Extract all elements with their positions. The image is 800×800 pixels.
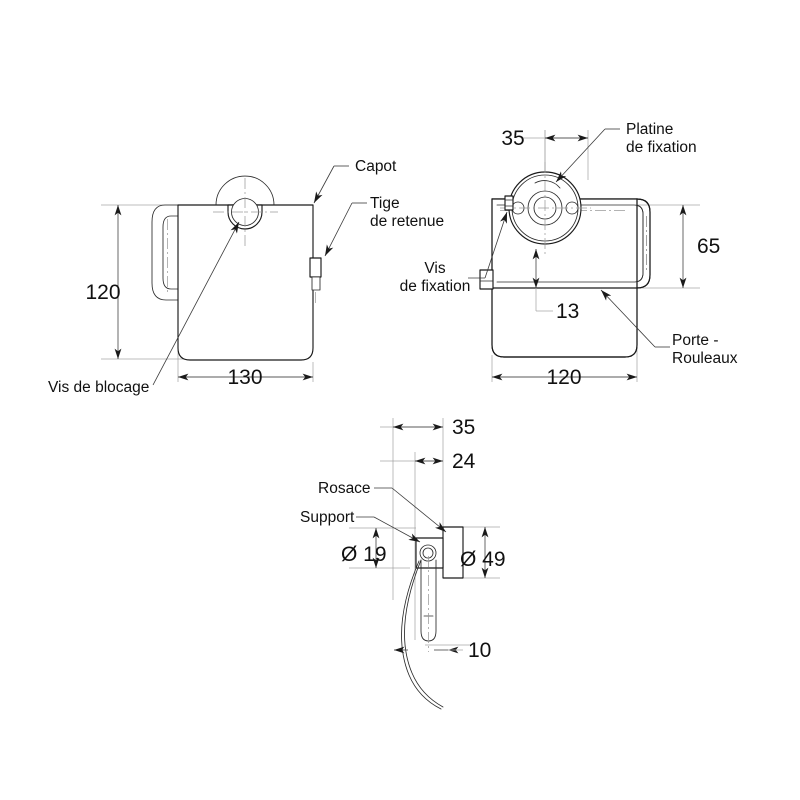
detail-tige-rod (420, 556, 437, 652)
front-vis-blocage-detail (213, 178, 278, 248)
dim-value-120-height: 120 (85, 281, 120, 304)
dim-detail-24: 24 (414, 450, 476, 473)
leader-porte-rouleaux: Porte - Rouleaux (600, 289, 738, 367)
side-platine-de-fixation (500, 162, 591, 255)
label-porte-rouleaux-line2: Rouleaux (672, 350, 738, 367)
leader-capot: Capot (313, 158, 397, 204)
side-lower-tab (479, 269, 494, 290)
dim-detail-35: 35 (392, 416, 475, 439)
detail-view: 35 24 Ø 19 Ø 49 10 (300, 416, 506, 710)
dim-side-65: 65 (679, 204, 720, 289)
front-tige-de-retenue-part (309, 257, 322, 304)
detail-curve-line (401, 559, 444, 710)
label-tige-line1: Tige (370, 195, 400, 212)
front-view: 120 130 Capot Tige de retenue (48, 158, 444, 396)
front-rosace-arc (215, 175, 275, 206)
dim-detail-diam-49: Ø 49 (460, 526, 506, 579)
side-view: 35 65 13 120 Plat (400, 121, 738, 389)
label-rosace: Rosace (318, 480, 371, 497)
dim-front-height-120: 120 (85, 204, 122, 360)
leader-vis-de-blocage: Vis de blocage (48, 221, 240, 396)
dim-value-35-detail: 35 (452, 416, 475, 439)
dim-side-13: 13 (532, 248, 579, 323)
side-vis-de-fixation-part (504, 195, 514, 211)
label-porte-rouleaux-line1: Porte - (672, 332, 719, 349)
dim-value-13: 13 (556, 300, 579, 323)
dim-value-130-width: 130 (227, 366, 262, 389)
leader-vis-de-fixation: Vis de fixation (400, 211, 508, 295)
leader-tige-de-retenue: Tige de retenue (324, 195, 444, 257)
dim-value-diam-49: Ø 49 (460, 548, 506, 571)
label-vis-fixation-line2: de fixation (400, 278, 471, 295)
dim-value-diam-19: Ø 19 (341, 543, 387, 566)
dim-value-35-side: 35 (501, 127, 524, 150)
label-platine-line2: de fixation (626, 139, 697, 156)
front-bracket-arm (151, 204, 179, 301)
dim-detail-diam-19: Ø 19 (341, 527, 387, 569)
label-capot: Capot (355, 158, 397, 175)
dim-front-width-130: 130 (177, 366, 314, 389)
dim-side-120: 120 (491, 366, 638, 389)
leader-platine-de-fixation: Platine de fixation (555, 121, 697, 183)
detail-extension-lines (349, 418, 500, 646)
label-tige-line2: de retenue (370, 213, 444, 230)
label-support: Support (300, 509, 355, 526)
label-vis-de-blocage: Vis de blocage (48, 379, 149, 396)
dim-value-120-width: 120 (546, 366, 581, 389)
dim-side-35: 35 (501, 127, 589, 150)
leader-rosace: Rosace (318, 480, 447, 533)
label-platine-line1: Platine (626, 121, 673, 138)
dim-value-24: 24 (452, 450, 476, 473)
dim-detail-10: 10 (393, 639, 491, 662)
label-vis-fixation-line1: Vis (424, 260, 446, 277)
dim-value-65: 65 (697, 235, 720, 258)
front-capot-body (177, 204, 314, 361)
leader-support: Support (300, 509, 421, 543)
dim-value-10: 10 (468, 639, 491, 662)
